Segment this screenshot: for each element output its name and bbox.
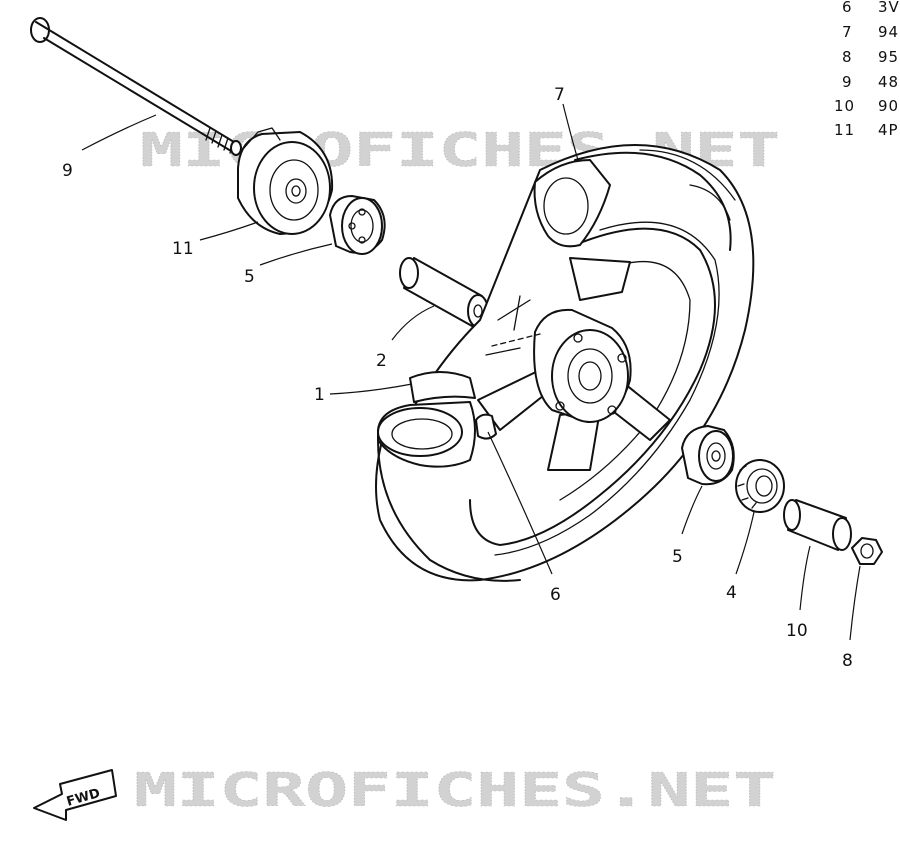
- callout-7: 7: [554, 85, 565, 105]
- ref-code: 48: [878, 73, 899, 91]
- callout-5-lower: 5: [672, 547, 683, 567]
- ref-no: 11: [834, 121, 855, 139]
- ref-code: 4P: [878, 121, 899, 139]
- callout-1: 1: [314, 385, 325, 405]
- ref-code: 3V: [878, 0, 900, 16]
- reference-list: 6 3V 7 94 8 95 9 48 10 90 11 4P: [834, 0, 900, 139]
- ref-code: 95: [878, 48, 899, 66]
- ref-no: 10: [834, 97, 855, 115]
- callout-6: 6: [550, 585, 561, 605]
- ref-no: 7: [842, 23, 853, 41]
- callout-5-upper: 5: [244, 267, 255, 287]
- callout-8: 8: [842, 651, 853, 671]
- oil-seal-part-4: [735, 459, 785, 513]
- leader-lines: [81, 103, 861, 641]
- watermark-bottom: MICROFICHES.NET: [134, 763, 776, 817]
- spacer-part-2: [399, 257, 489, 328]
- bearing-part-5-lower: [681, 425, 735, 486]
- callout-2: 2: [376, 351, 387, 371]
- fwd-arrow: FWD: [33, 769, 117, 821]
- ref-no: 8: [842, 48, 853, 66]
- axle-part-9: [30, 17, 242, 156]
- callout-9: 9: [62, 161, 73, 181]
- ref-code: 90: [878, 97, 899, 115]
- gear-unit-part-11: [237, 127, 334, 235]
- ref-no: 9: [842, 73, 853, 91]
- bearing-part-5-upper: [329, 195, 386, 255]
- ref-code: 94: [878, 23, 899, 41]
- hub-and-spokes: [475, 257, 671, 471]
- callout-labels: 9 11 5 2 1 7 6 5 4 10 8: [62, 85, 853, 671]
- callout-10: 10: [786, 621, 808, 641]
- callout-4: 4: [726, 583, 737, 603]
- nut-part-8: [851, 537, 883, 565]
- callout-11: 11: [172, 239, 194, 259]
- collar-part-10: [783, 499, 852, 551]
- ref-no: 6: [842, 0, 853, 16]
